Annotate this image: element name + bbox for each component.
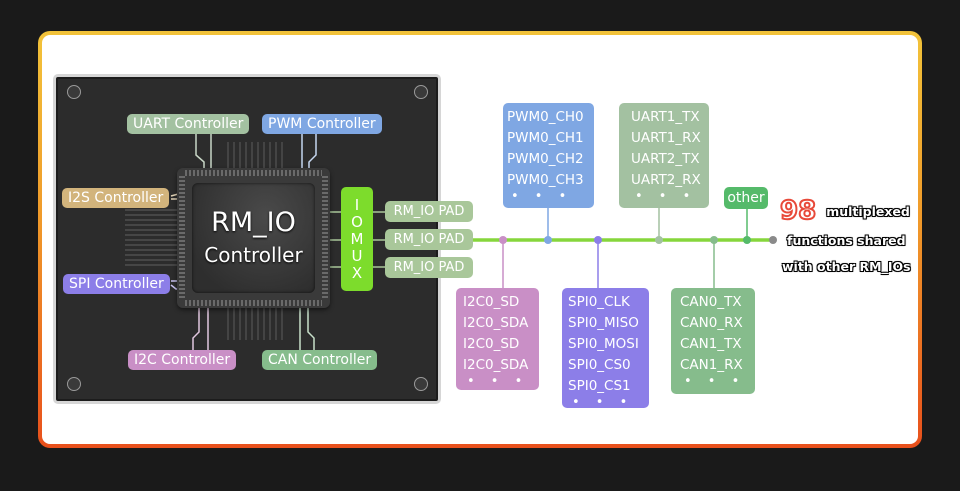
chip-core: RM_IO Controller: [192, 183, 315, 293]
can-controller: CAN Controller: [262, 350, 378, 370]
chip-pins-bottom: [185, 300, 322, 306]
can-functions: CAN0_TX CAN0_RX CAN1_TX CAN1_RX • • •: [671, 288, 755, 394]
bus-node-pwm: [544, 236, 552, 244]
rm-io-pad: RM_IO PAD: [385, 257, 473, 278]
chip-pins-top: [185, 170, 322, 176]
i2c-controller: I2C Controller: [128, 350, 237, 370]
note-line-2: functions shared: [787, 233, 906, 248]
mount-hole-icon: [414, 85, 428, 99]
note-line-1: multiplexed: [826, 204, 910, 219]
other-functions: other: [724, 187, 768, 209]
bus-node-i2c: [499, 236, 507, 244]
function-item: SPI0_CS0: [568, 357, 631, 373]
spi-controller: SPI Controller: [63, 274, 170, 294]
function-item: CAN0_TX: [680, 294, 742, 310]
uart-functions: UART1_TX UART1_RX UART2_TX UART2_RX • • …: [619, 103, 709, 208]
i2s-controller: I2S Controller: [62, 188, 170, 208]
function-item: UART2_TX: [631, 151, 700, 167]
function-count: 98: [779, 195, 817, 227]
mount-hole-icon: [67, 377, 81, 391]
function-item: UART2_RX: [631, 172, 701, 188]
bus-node-other: [743, 236, 751, 244]
pwm-controller: PWM Controller: [262, 114, 382, 134]
more-items: • • •: [684, 374, 746, 389]
board-traces: [125, 142, 283, 340]
more-items: • • •: [511, 189, 573, 204]
note-line-3: with other RM_IOs: [782, 259, 911, 274]
function-item: UART1_TX: [631, 109, 700, 125]
function-item: I2C0_SDA: [463, 357, 529, 373]
function-item: SPI0_MISO: [568, 315, 639, 331]
rm-io-pad: RM_IO PAD: [385, 201, 473, 222]
function-item: CAN1_RX: [680, 357, 743, 373]
function-item: SPI0_MOSI: [568, 336, 639, 352]
iomux-letter: O: [351, 212, 363, 231]
more-items: • • •: [572, 395, 634, 410]
bus-node-can: [710, 236, 718, 244]
chip-title: RM_IO: [211, 207, 296, 238]
iomux-letter: M: [350, 229, 364, 248]
function-item: CAN1_TX: [680, 336, 742, 352]
bus-node-spi: [594, 236, 602, 244]
function-item: SPI0_CLK: [568, 294, 630, 310]
function-item: I2C0_SDA: [463, 315, 529, 331]
function-item: PWM0_CH2: [507, 151, 584, 167]
function-item: I2C0_SD: [463, 294, 520, 310]
pwm-functions: PWM0_CH0 PWM0_CH1 PWM0_CH2 PWM0_CH3 • • …: [503, 103, 594, 208]
chip-subtitle: Controller: [204, 243, 303, 267]
spi-functions: SPI0_CLK SPI0_MISO SPI0_MOSI SPI0_CS0 SP…: [562, 288, 649, 410]
bus-nodes: [499, 236, 777, 244]
more-items: • • •: [467, 374, 529, 389]
function-item: I2C0_SD: [463, 336, 520, 352]
iomux: I O M U X: [341, 187, 373, 291]
function-item: PWM0_CH1: [507, 130, 584, 146]
rm-io-pad: RM_IO PAD: [385, 229, 473, 250]
bus-node-uart: [655, 236, 663, 244]
uart-controller: UART Controller: [127, 114, 250, 134]
function-item: CAN0_RX: [680, 315, 743, 331]
iomux-letter: X: [351, 263, 363, 282]
iomux-letter: I: [354, 195, 360, 214]
iomux-letter: U: [351, 246, 363, 265]
function-item: UART1_RX: [631, 130, 701, 146]
function-item: PWM0_CH3: [507, 172, 584, 188]
bus-end-node: [769, 236, 777, 244]
more-items: • • •: [635, 189, 697, 204]
function-item: SPI0_CS1: [568, 378, 631, 394]
mount-hole-icon: [67, 85, 81, 99]
i2c-functions: I2C0_SD I2C0_SDA I2C0_SD I2C0_SDA • • •: [456, 288, 539, 390]
chip-pins-left: [179, 176, 185, 300]
mount-hole-icon: [414, 377, 428, 391]
rm-io-chip: RM_IO Controller: [177, 168, 330, 308]
chip-pins-right: [322, 176, 328, 300]
function-item: PWM0_CH0: [507, 109, 584, 125]
